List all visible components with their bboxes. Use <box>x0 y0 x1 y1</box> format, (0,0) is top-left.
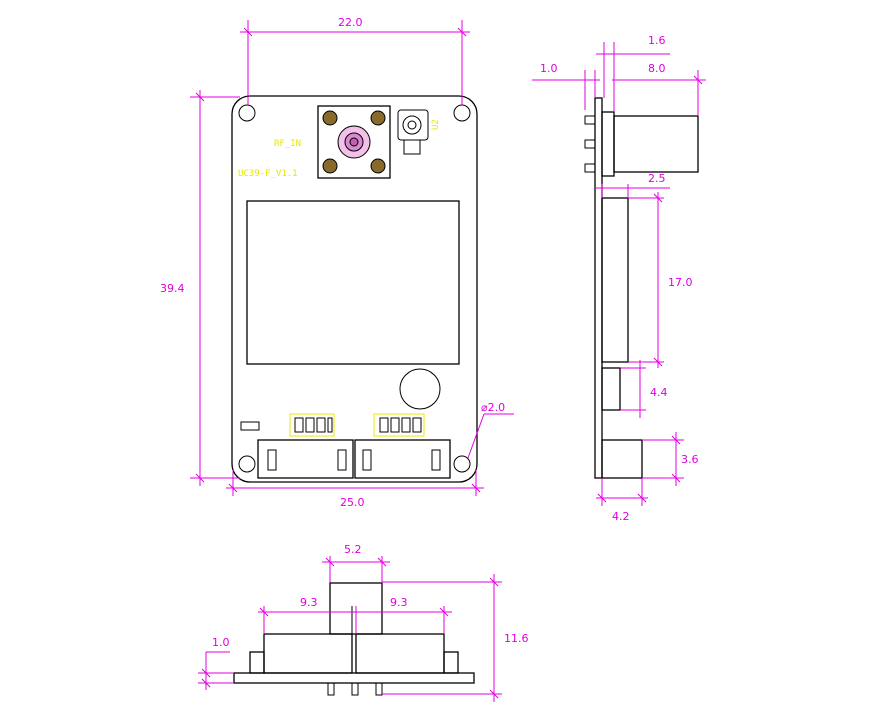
ufl-connector <box>397 109 429 155</box>
side-shield <box>601 197 629 363</box>
bottom-view: 5.2 9.3 9.3 11.6 1.0 <box>198 543 529 702</box>
dim-side-2-5: 2.5 <box>648 172 666 185</box>
connector-pin <box>362 449 372 471</box>
dim-side-1-0: 1.0 <box>540 62 558 75</box>
dim-bottom-9-3-left: 9.3 <box>300 596 318 609</box>
dim-hole-diameter: ⌀2.0 <box>481 401 505 414</box>
label-model: UC39-F_V1.1 <box>238 169 298 179</box>
dim-side-4-4: 4.4 <box>650 386 668 399</box>
bottom-pcb <box>233 672 475 684</box>
side-sma-body <box>613 115 699 173</box>
mount-hole-top-left <box>238 104 256 122</box>
dim-bottom-width-25: 25.0 <box>340 496 365 509</box>
side-sma-flange <box>601 111 615 177</box>
side-connector <box>601 439 643 479</box>
dim-side-8-0: 8.0 <box>648 62 666 75</box>
label-u2: U2 <box>431 119 441 130</box>
bottom-bump-left <box>249 651 265 674</box>
dim-bottom-1-0: 1.0 <box>212 636 230 649</box>
bottom-connector-left <box>263 633 353 674</box>
bottom-connector-right <box>354 439 451 479</box>
bottom-bump-right <box>443 651 459 674</box>
side-round-component <box>601 367 621 411</box>
side-view: 1.6 8.0 1.0 2.5 17.0 4.4 3.6 <box>532 34 706 523</box>
bottom-pin <box>375 682 383 696</box>
dim-bottom-11-6: 11.6 <box>504 632 529 645</box>
sma-connector <box>317 105 391 179</box>
dim-side-3-6: 3.6 <box>681 453 699 466</box>
small-component <box>240 421 260 431</box>
bottom-pin <box>351 682 359 696</box>
dim-side-4-2: 4.2 <box>612 510 630 523</box>
round-component <box>399 368 441 410</box>
shield-can <box>246 200 460 365</box>
dim-height-39: 39.4 <box>160 282 185 295</box>
side-pin <box>584 115 596 125</box>
dim-bottom-9-3-right: 9.3 <box>390 596 408 609</box>
pin-header-left <box>289 413 335 437</box>
bottom-connector-right <box>355 633 445 674</box>
connector-pin <box>431 449 441 471</box>
dim-bottom-5-2: 5.2 <box>344 543 362 556</box>
side-pin <box>584 163 596 173</box>
dim-width-22: 22.0 <box>338 16 363 29</box>
dim-side-1-6: 1.6 <box>648 34 666 47</box>
bottom-connector-left <box>257 439 354 479</box>
board-outline <box>231 95 478 483</box>
front-view: U2 RF_IN UC39-F_V1.1 <box>160 16 514 509</box>
mount-hole-bottom-right <box>453 455 471 473</box>
side-pcb <box>594 97 603 479</box>
bottom-pin <box>327 682 335 696</box>
connector-pin <box>337 449 347 471</box>
side-pin <box>584 139 596 149</box>
mount-hole-bottom-left <box>238 455 256 473</box>
pin-header-right <box>373 413 425 437</box>
dim-side-17-0: 17.0 <box>668 276 693 289</box>
label-rf-in: RF_IN <box>274 139 301 149</box>
mount-hole-top-right <box>453 104 471 122</box>
connector-pin <box>267 449 277 471</box>
